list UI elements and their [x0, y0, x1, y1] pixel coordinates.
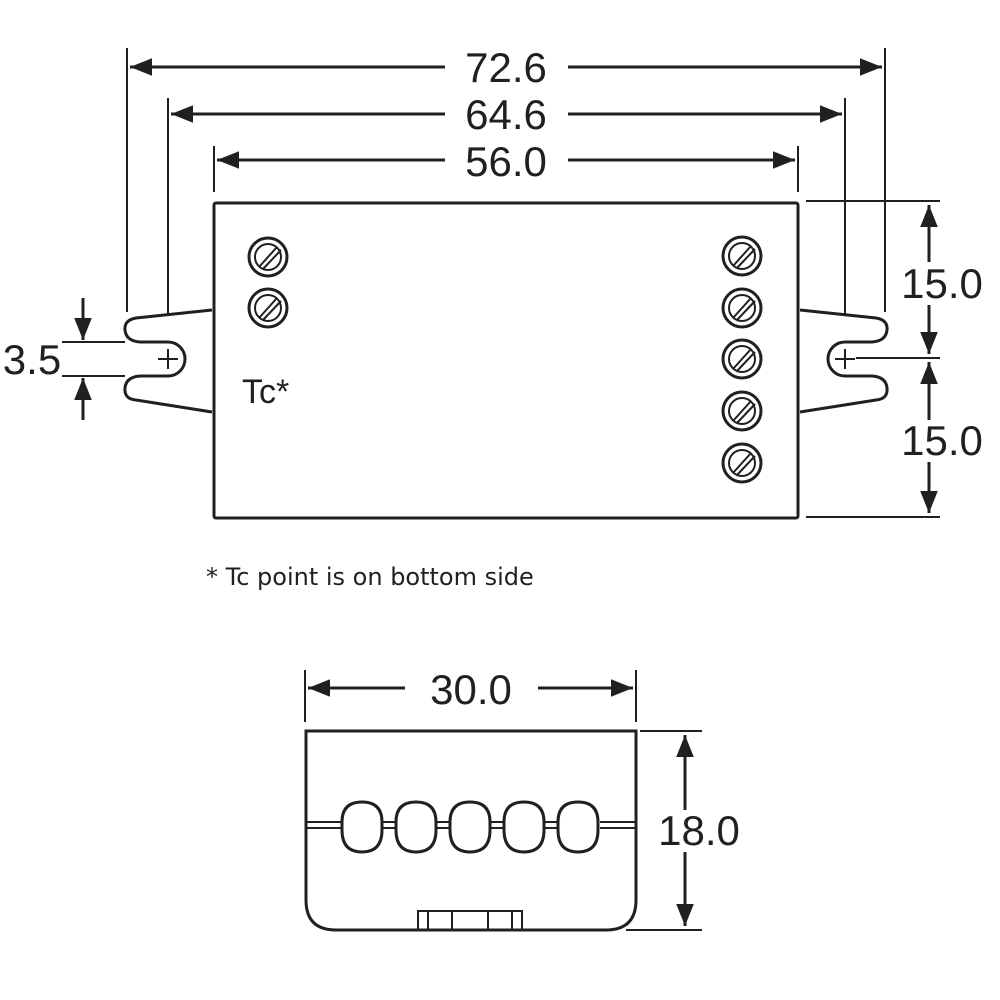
terminal-screw-icon: [721, 442, 763, 484]
dimension-mount-hole-spacing: 64.6: [171, 91, 842, 138]
dimension-side-width: 30.0: [308, 666, 633, 713]
dim-label-side-height: 18.0: [658, 807, 740, 854]
side-extension-lines: [304, 670, 702, 931]
dimension-slot-width: 3.5: [3, 298, 92, 420]
terminal-screw-icon: [721, 287, 763, 329]
wire-port: [448, 800, 492, 854]
right-mounting-ear: [799, 308, 889, 414]
wire-port: [556, 800, 600, 854]
dim-label-side-width: 30.0: [430, 666, 512, 713]
dimension-side-height: 18.0: [658, 735, 740, 926]
controller-body: [212, 201, 800, 520]
wire-port-row: [340, 800, 600, 854]
terminal-screw-icon: [721, 235, 763, 277]
left-mounting-ear: [123, 308, 213, 414]
footnote-text: * Tc point is on bottom side: [206, 563, 534, 591]
dimension-body-width: 56.0: [217, 138, 795, 185]
bottom-clip: [417, 910, 523, 931]
tc-point-label: Tc*: [242, 373, 289, 411]
wire-port: [340, 800, 384, 854]
dimension-lower-half: 15.0: [901, 362, 983, 513]
dim-label-upper-half: 15.0: [901, 260, 983, 307]
dim-label-body-width: 56.0: [465, 138, 547, 185]
right-mount-hole-mark: [835, 349, 855, 369]
dimension-overall-width: 72.6: [130, 44, 882, 91]
terminal-screw-icon: [721, 390, 763, 432]
side-body: [304, 729, 638, 932]
dim-label-lower-half: 15.0: [901, 417, 983, 464]
left-mount-hole-mark: [158, 349, 178, 369]
wire-port: [394, 800, 438, 854]
dim-label-slot-width: 3.5: [3, 336, 61, 383]
dim-label-mount-hole-spacing: 64.6: [465, 91, 547, 138]
wire-port: [502, 800, 546, 854]
extension-lines: [62, 48, 940, 518]
top-view: 72.6 64.6 56.0 15.0 15.0 3: [3, 44, 983, 520]
dim-label-overall-width: 72.6: [465, 44, 547, 91]
side-view: 30.0 18.0: [304, 666, 740, 932]
terminal-screw-icon: [247, 287, 289, 329]
right-terminal-block: [721, 235, 763, 484]
terminal-screw-icon: [247, 236, 289, 278]
terminal-screw-icon: [721, 338, 763, 380]
dimension-upper-half: 15.0: [901, 205, 983, 354]
left-terminal-block: [247, 236, 289, 329]
